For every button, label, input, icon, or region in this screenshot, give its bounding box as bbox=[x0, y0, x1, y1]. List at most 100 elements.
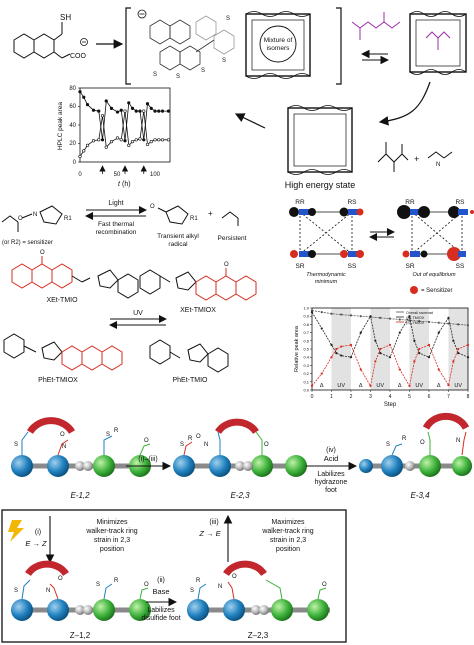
naphthalene-thiol-structure bbox=[13, 33, 71, 59]
rel-ytick-label: 0.8 bbox=[303, 322, 309, 327]
uv-label: UV bbox=[133, 310, 143, 317]
hplc-point bbox=[166, 138, 171, 142]
hplc-point bbox=[130, 140, 135, 144]
hplc-point bbox=[78, 90, 82, 94]
band-label: Δ bbox=[359, 383, 363, 389]
rel-xtick-label: 2 bbox=[350, 394, 353, 400]
s-atom: S bbox=[14, 442, 18, 448]
hplc-plot: HPLC peak area 0 20 40 60 80 0 50 100 t … bbox=[57, 86, 171, 188]
rel-point bbox=[310, 311, 314, 314]
r1-label: R1 bbox=[64, 216, 72, 222]
rel-point bbox=[369, 384, 372, 387]
lightning-icon bbox=[8, 520, 24, 542]
library-structures bbox=[149, 15, 235, 71]
hplc-point bbox=[138, 109, 142, 113]
sulfur-label: S bbox=[222, 58, 226, 64]
e23-label: E-2,3 bbox=[230, 491, 250, 500]
state-sr: SR bbox=[295, 263, 304, 270]
state-rs: RS bbox=[455, 199, 465, 206]
hplc-series-line bbox=[79, 91, 169, 141]
n-atom: N bbox=[218, 584, 222, 590]
relative-area-marks bbox=[310, 309, 470, 388]
rel-point bbox=[388, 356, 392, 359]
rel-xtick-label: 1 bbox=[330, 394, 333, 400]
rel-point bbox=[398, 368, 401, 371]
e12-label: E-1,2 bbox=[70, 491, 90, 500]
s-atom: S bbox=[14, 588, 18, 594]
rel-ytick-label: 0.7 bbox=[303, 330, 309, 335]
hplc-point bbox=[104, 145, 108, 149]
rel-xtick-label: 4 bbox=[389, 394, 392, 400]
hplc-point bbox=[115, 136, 120, 140]
carboxylate-label: COO bbox=[70, 53, 87, 60]
rel-point bbox=[359, 315, 362, 318]
rel-point bbox=[340, 345, 343, 348]
hplc-point bbox=[97, 138, 101, 142]
hplc-ytick: 0 bbox=[73, 160, 77, 166]
n-atom: N bbox=[33, 212, 37, 218]
walker-e23 bbox=[173, 418, 307, 477]
rel-xtick-label: 5 bbox=[408, 394, 411, 400]
rel-point bbox=[447, 316, 450, 319]
macrocycle-cage bbox=[245, 11, 311, 79]
host-guest-cage bbox=[409, 11, 467, 75]
rel-ytick-label: 0.4 bbox=[303, 355, 309, 360]
rel-point bbox=[408, 384, 411, 387]
rel-xtick-label: 7 bbox=[447, 394, 450, 400]
rel-point bbox=[413, 360, 416, 363]
hplc-point bbox=[153, 109, 157, 113]
hplc-xtick: 100 bbox=[150, 172, 161, 178]
rel-point bbox=[330, 356, 333, 359]
rel-point bbox=[457, 323, 460, 326]
rel-point bbox=[349, 356, 353, 359]
high-energy-label: High energy state bbox=[285, 180, 356, 190]
rel-point bbox=[330, 343, 333, 346]
svg-text:+: + bbox=[208, 209, 213, 218]
r1-label: R1 bbox=[190, 216, 198, 222]
rel-xtick-label: 8 bbox=[467, 394, 470, 400]
hplc-series-line bbox=[79, 111, 169, 157]
o-radical: O bbox=[150, 204, 155, 210]
acid-label: Acid bbox=[324, 454, 339, 463]
band-label: UV bbox=[454, 383, 462, 389]
hplc-point bbox=[78, 154, 82, 159]
walker-z12 bbox=[11, 560, 151, 621]
s-atom: S bbox=[96, 582, 100, 588]
rel-point bbox=[437, 321, 440, 324]
sensitizer-legend: = Sensitizer bbox=[421, 288, 453, 294]
hplc-xtick: 50 bbox=[114, 172, 121, 178]
o-atom: O bbox=[322, 582, 327, 588]
nitroxide-structure bbox=[157, 205, 189, 225]
rel-ytick-label: 1.0 bbox=[303, 306, 309, 311]
hplc-point bbox=[142, 138, 146, 142]
hplc-point bbox=[109, 106, 114, 110]
light-label: Light bbox=[108, 200, 123, 207]
rel-point bbox=[340, 313, 343, 316]
rel-point bbox=[335, 347, 338, 351]
hplc-point bbox=[123, 139, 127, 143]
hplc-point bbox=[104, 99, 108, 103]
rel-point bbox=[452, 339, 455, 342]
rel-point bbox=[379, 316, 382, 319]
rel-legend: Overall racemat (S)-TMIOX (S)-TMIOX bbox=[396, 311, 434, 325]
rel-point bbox=[349, 343, 353, 346]
rel-xtick-label: 6 bbox=[428, 394, 431, 400]
walker-z23 bbox=[187, 560, 330, 621]
step-iv: (iv) bbox=[326, 447, 336, 454]
xet-tmio-structure bbox=[11, 256, 73, 289]
hplc-point bbox=[115, 110, 120, 114]
high-energy-cage bbox=[287, 105, 353, 175]
box-step-ii: (ii) bbox=[157, 577, 165, 584]
rel-point bbox=[340, 354, 343, 357]
out-of-equilibrium-network bbox=[397, 205, 474, 261]
sensitizer-swatch bbox=[410, 286, 418, 294]
rel-xtick-label: 0 bbox=[311, 394, 314, 400]
phet-tmio-structure bbox=[149, 339, 229, 373]
rel-point bbox=[388, 343, 392, 346]
xet-tmio-label: XEt-TMIO bbox=[46, 297, 78, 304]
rel-point bbox=[466, 324, 470, 327]
